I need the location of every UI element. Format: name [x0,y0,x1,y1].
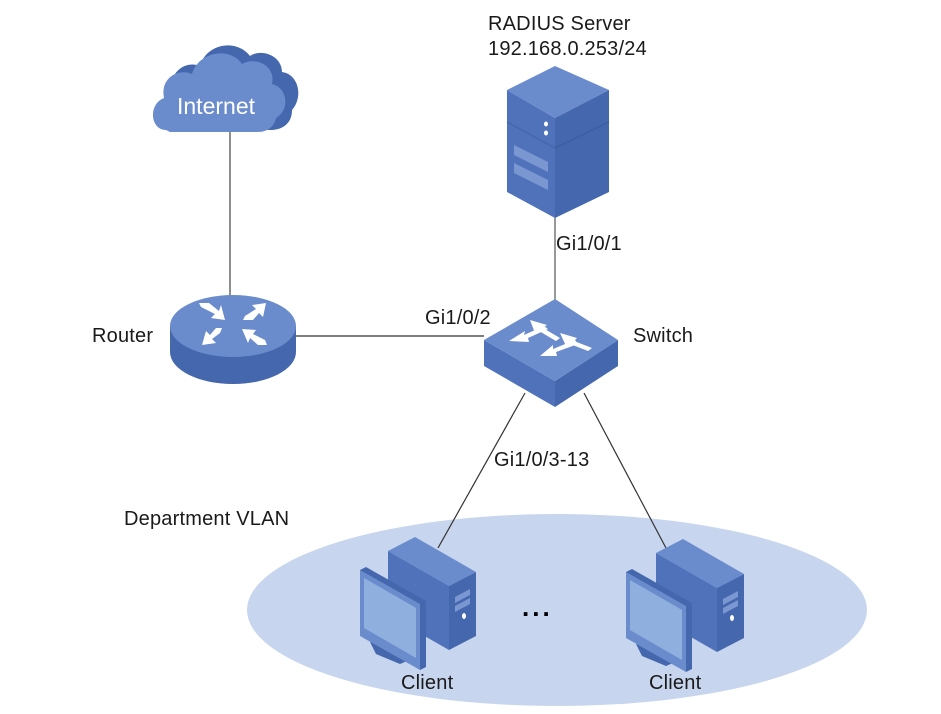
port-label-gi1-0-2: Gi1/0/2 [425,307,491,329]
cloud-icon [152,45,299,132]
desktop-computer-icon [360,537,476,670]
department-vlan-label: Department VLAN [124,508,290,530]
desktop-computer-icon [626,539,744,672]
client-label-1: Client [401,672,454,694]
link-switch-client-1 [437,392,526,549]
link-switch-client-2 [583,392,667,549]
router-icon [170,295,296,384]
radius-server-label: RADIUS Server [488,13,631,35]
router-label: Router [92,325,154,347]
more-clients-ellipsis: ... [522,592,553,622]
client-label-2: Client [649,672,702,694]
switch-icon [484,299,618,407]
internet-label: Internet [177,93,255,119]
port-label-gi1-0-1: Gi1/0/1 [556,233,622,255]
port-label-gi1-0-3-13: Gi1/0/3-13 [494,449,590,471]
switch-label: Switch [633,325,694,347]
radius-server-address: 192.168.0.253/24 [488,38,647,60]
department-vlan-area [247,514,867,706]
server-icon [506,66,610,218]
